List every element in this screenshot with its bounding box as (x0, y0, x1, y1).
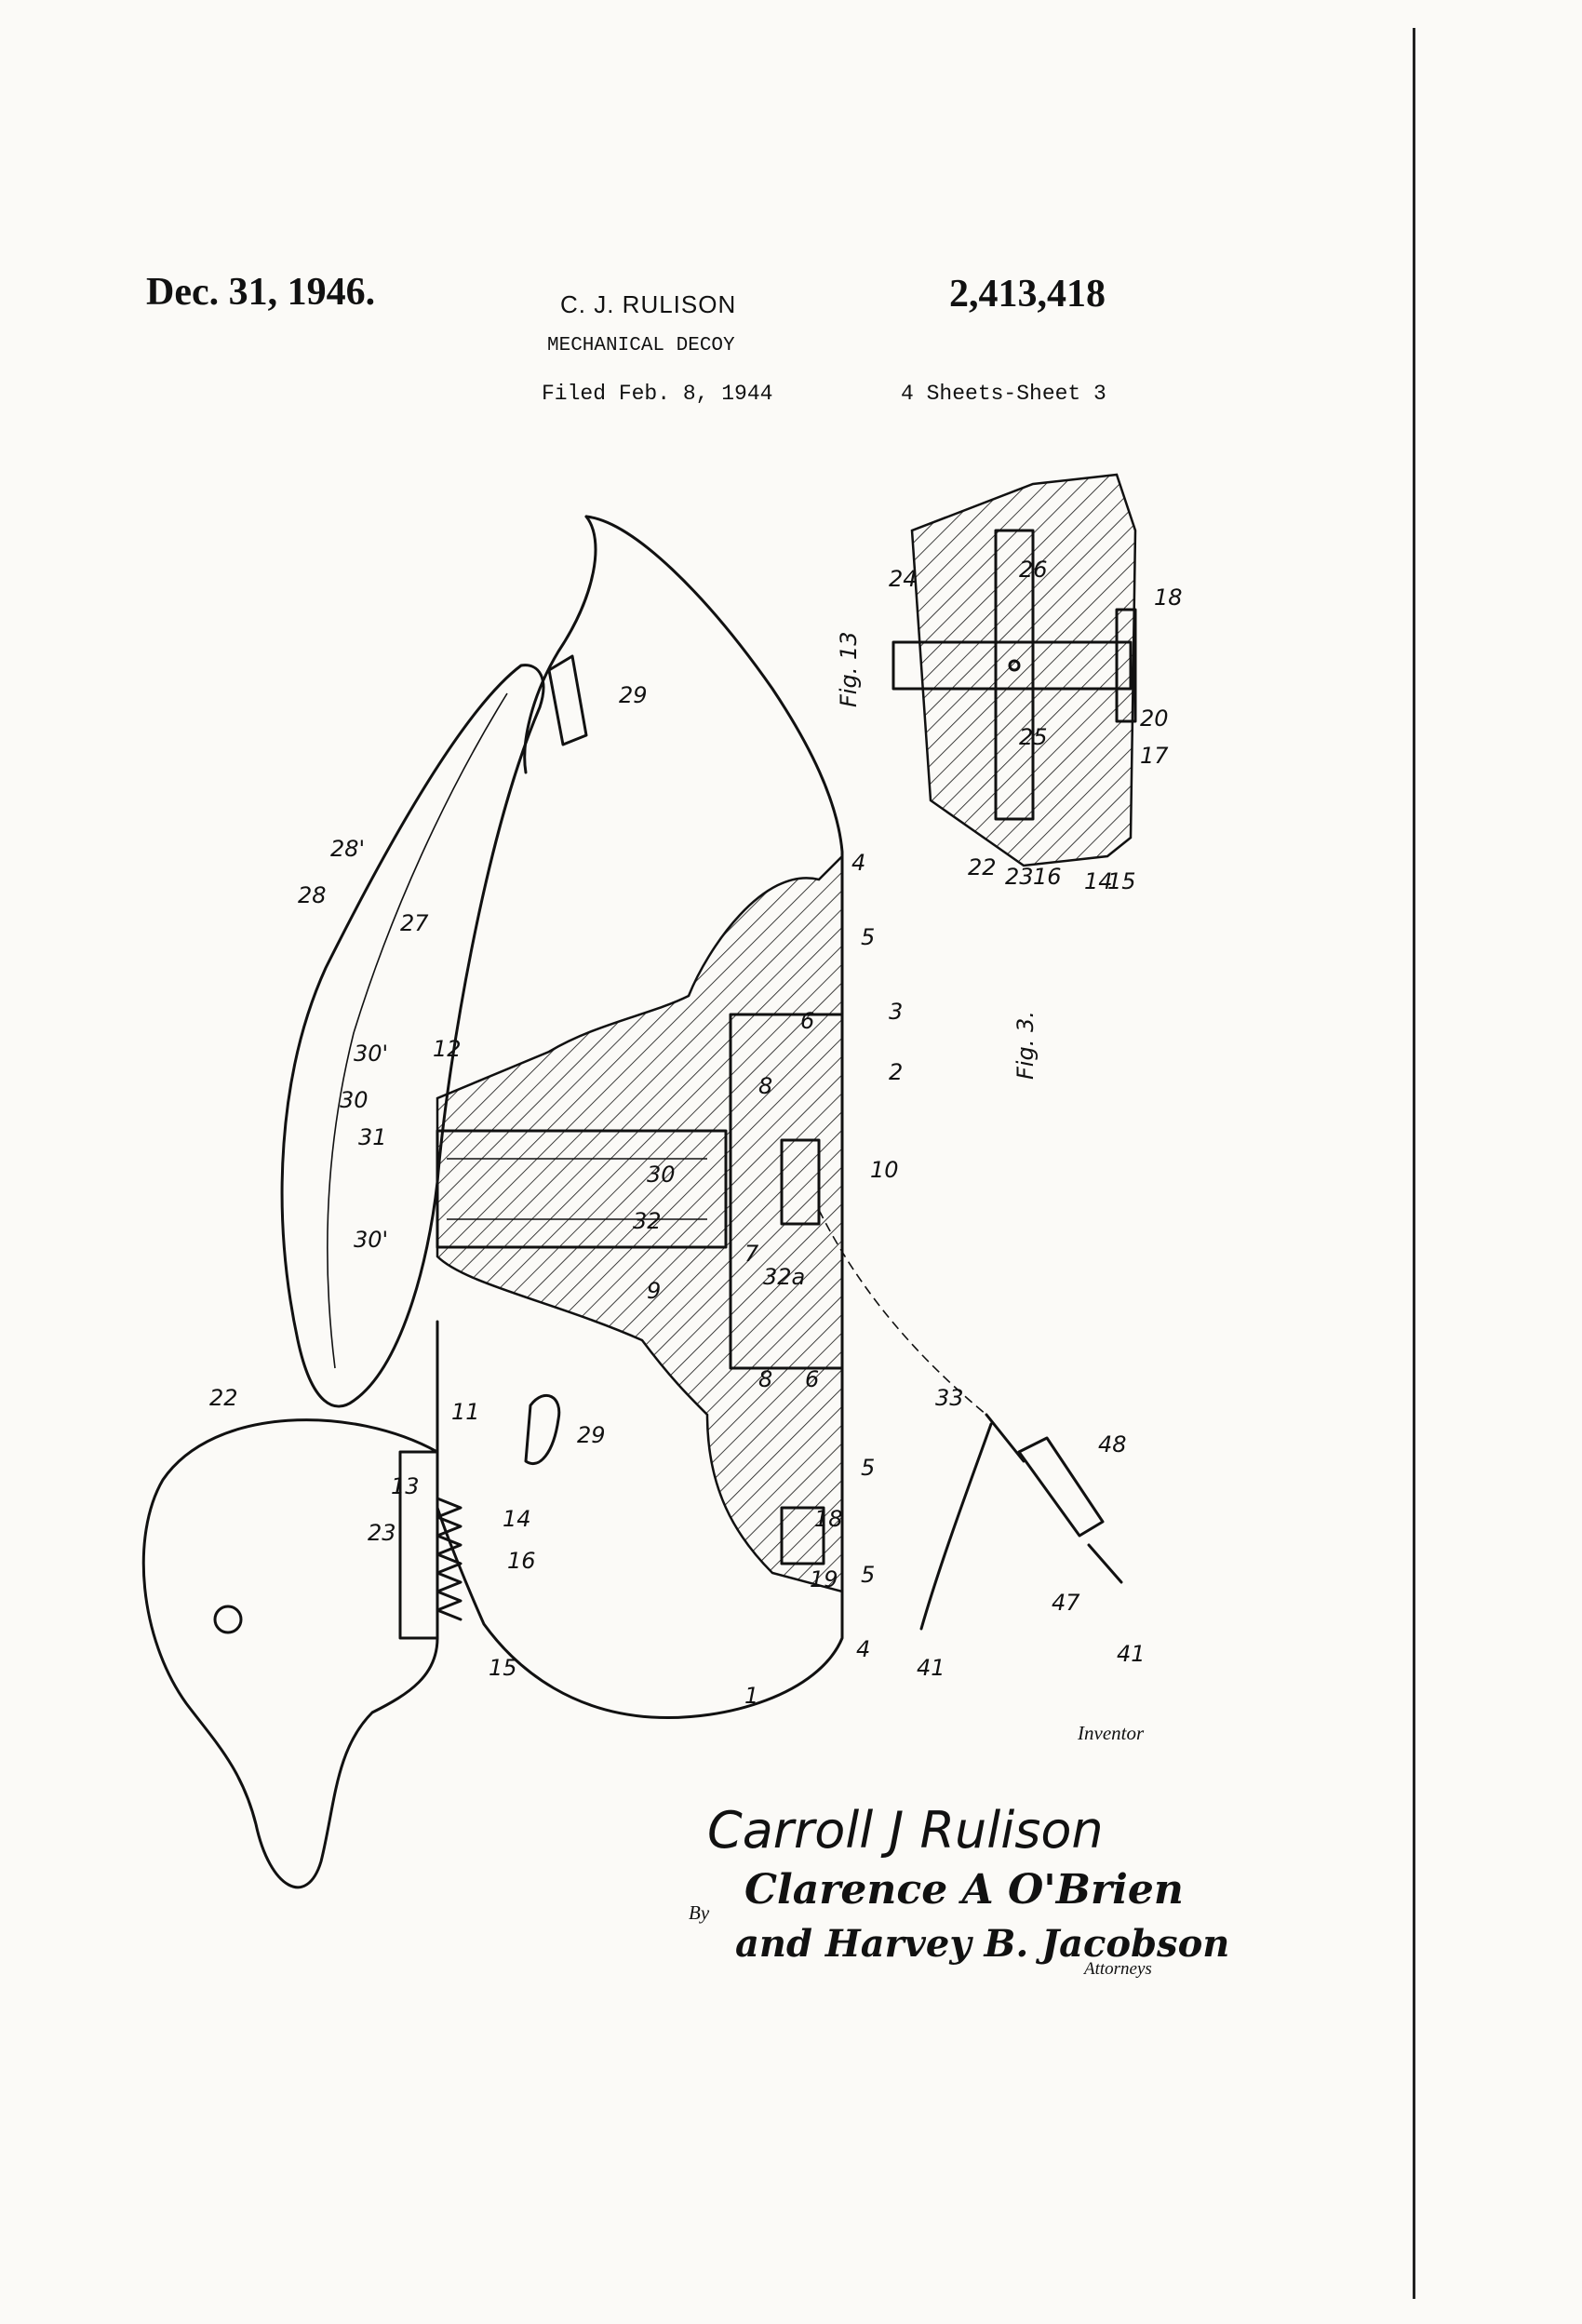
fig13-sleeve (994, 529, 1035, 821)
inventor-label: Inventor (1078, 1722, 1145, 1744)
inventor-name: C. J. RULISON (560, 290, 737, 318)
ref-numeral: 28 (298, 882, 327, 908)
patent-title: MECHANICAL DECOY (547, 335, 735, 356)
ref-numeral: 7 (744, 1241, 759, 1267)
ref-numeral: 5 (861, 924, 875, 950)
ref-numeral: 3 (889, 999, 903, 1025)
neck-collar (398, 1450, 439, 1640)
ref-numeral: 22 (209, 1385, 238, 1411)
pivot-block (780, 1138, 821, 1226)
fig13-section (910, 473, 1137, 867)
ref-numeral: 8 (758, 1073, 772, 1099)
ref-numeral: 24 (889, 566, 918, 592)
fig13-detail-drawing (892, 473, 1137, 867)
ref-numeral: 2 (889, 1059, 903, 1085)
decoy-body-outline (436, 515, 844, 1720)
ref-numeral: 11 (451, 1399, 480, 1425)
line-41 (919, 1422, 993, 1631)
zigzag-spring (436, 1497, 463, 1621)
ref-numeral: 4 (851, 850, 865, 876)
ref-numeral: 19 (810, 1566, 838, 1592)
ref-numeral: 8 (758, 1366, 772, 1392)
ref-numeral: 15 (1107, 868, 1136, 894)
fig3-label: Fig. 3. (1012, 1011, 1039, 1080)
ref-numeral: 33 (935, 1385, 964, 1411)
ref-numeral: 29 (619, 682, 648, 708)
decoy-head (141, 1418, 439, 1889)
tether-33 (818, 1209, 987, 1416)
socket-19 (780, 1506, 825, 1565)
patent-number: 2,413,418 (949, 273, 1106, 316)
attorney-signature-2: and Harvey B. Jacobson (735, 1922, 1230, 1966)
ref-numeral: 6 (805, 1366, 819, 1392)
ref-numeral: 9 (647, 1278, 661, 1304)
ref-numeral: 23 (368, 1520, 396, 1546)
ref-numeral: 16 (1033, 864, 1062, 890)
ref-numeral: 23 (1005, 864, 1034, 890)
fig13-pin (1008, 659, 1021, 672)
ref-numeral: 48 (1098, 1431, 1127, 1458)
ref-numeral: 28' (330, 836, 365, 862)
fig13-bore (892, 640, 1133, 691)
ref-numeral: 47 (1052, 1590, 1080, 1616)
ref-numeral: 14 (503, 1506, 531, 1532)
ref-numeral: 41 (917, 1655, 945, 1681)
attorneys-label: Attorneys (1084, 1959, 1152, 1979)
ref-numeral: 4 (856, 1636, 870, 1662)
ref-numeral: 12 (433, 1036, 462, 1062)
ref-numeral: 10 (870, 1157, 899, 1183)
eye (213, 1605, 243, 1634)
fig13-label: Fig. 13 (836, 631, 862, 707)
ref-numeral: 5 (861, 1562, 875, 1588)
ref-numeral: 30 (340, 1087, 369, 1113)
ref-numeral: 30' (354, 1041, 388, 1067)
decoy-wing (280, 664, 545, 1408)
filing-date: Filed Feb. 8, 1944 (542, 382, 773, 406)
inventor-signature: Carroll J Rulison (707, 1801, 1104, 1860)
ref-numeral: 18 (814, 1506, 843, 1532)
fig13-plate (1115, 608, 1137, 723)
ref-numeral: 22 (968, 854, 997, 880)
margin-rule (1413, 28, 1415, 2299)
patent-date: Dec. 31, 1946. (146, 271, 376, 314)
by-label: By (689, 1901, 710, 1924)
pad-29-lower (524, 1393, 561, 1465)
attorney-signature-1: Clarence A O'Brien (744, 1866, 1184, 1914)
reference-numerals: 1 2 3 4 4 5 5 5 6 6 7 8 8 9 10 11 12 13 … (209, 557, 1183, 1709)
ref-numeral: 32a (763, 1264, 805, 1290)
ref-numeral: 1 (744, 1683, 758, 1709)
ref-numeral: 5 (861, 1455, 875, 1481)
ref-numeral: 18 (1154, 584, 1183, 611)
pad-29-upper (547, 654, 588, 746)
ref-numeral: 32 (633, 1208, 662, 1234)
ref-numeral: 17 (1140, 743, 1169, 769)
ref-numeral: 41 (1117, 1641, 1146, 1667)
swivel-47 (985, 1413, 1123, 1584)
base-chamber (729, 1013, 844, 1370)
ref-numeral: 26 (1019, 557, 1048, 583)
ref-numeral: 15 (489, 1655, 517, 1681)
sheet-count: 4 Sheets-Sheet 3 (901, 382, 1106, 406)
ref-numeral: 6 (800, 1008, 814, 1034)
section-hatch (436, 853, 844, 1593)
fig3-decoy-drawing (141, 515, 1123, 1889)
ref-numeral: 13 (391, 1473, 420, 1499)
ref-numeral: 27 (400, 910, 429, 936)
ref-numeral: 30' (354, 1227, 388, 1253)
ref-numeral: 29 (577, 1422, 606, 1448)
ref-numeral: 20 (1140, 705, 1169, 732)
ref-numeral: 25 (1019, 724, 1048, 750)
ref-numeral: 16 (507, 1548, 536, 1574)
ref-numeral: 30 (647, 1162, 676, 1188)
ref-numeral: 14 (1084, 868, 1113, 894)
ref-numeral: 31 (358, 1124, 387, 1150)
